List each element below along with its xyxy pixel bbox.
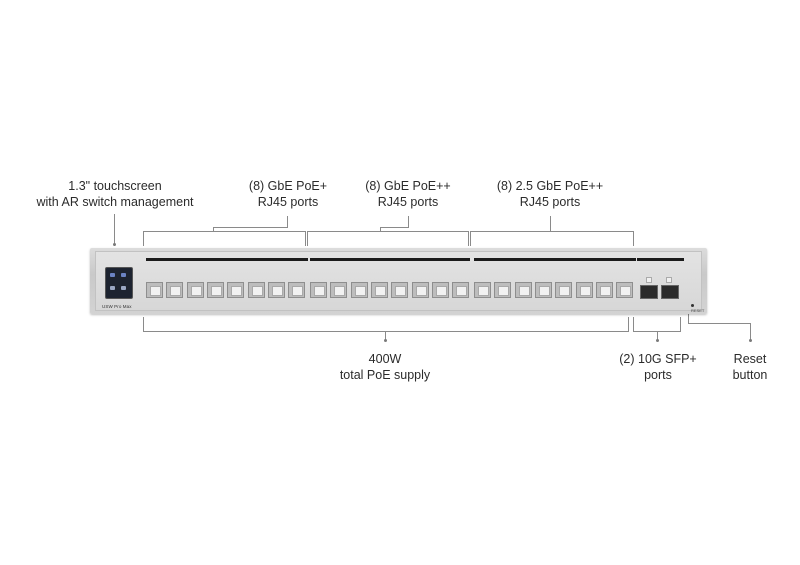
touchscreen-leader-dot bbox=[113, 243, 116, 246]
network-switch: USW Pro Max RESET bbox=[90, 248, 707, 314]
rj45-port[interactable] bbox=[391, 282, 409, 298]
touchscreen[interactable] bbox=[105, 267, 133, 299]
rj45-port[interactable] bbox=[227, 282, 245, 298]
rj45-port[interactable] bbox=[288, 282, 306, 298]
gbe-poe-plusplus-leader-2 bbox=[380, 227, 381, 231]
brand-label: USW Pro Max bbox=[102, 304, 132, 309]
rj45-port[interactable] bbox=[370, 282, 388, 298]
reset-button[interactable]: RESET bbox=[691, 303, 704, 313]
gbe-poe-plusplus-leader-h bbox=[380, 227, 409, 228]
rj45-port[interactable] bbox=[494, 282, 512, 298]
rj45-port[interactable] bbox=[616, 282, 634, 298]
rj45-port[interactable] bbox=[350, 282, 368, 298]
rj45-port[interactable] bbox=[452, 282, 470, 298]
reset-callout: Reset button bbox=[732, 352, 768, 382]
sfp-leader bbox=[657, 331, 658, 341]
sfp-port-1[interactable] bbox=[640, 285, 658, 299]
multigig-poe-leader bbox=[550, 216, 551, 231]
reset-leader bbox=[688, 311, 689, 323]
rj45-port[interactable] bbox=[534, 282, 552, 298]
rj45-port[interactable] bbox=[206, 282, 224, 298]
gbe-poe-plus-bracket bbox=[143, 231, 306, 246]
sfp-bracket bbox=[633, 317, 681, 332]
rj45-port[interactable] bbox=[330, 282, 348, 298]
multigig-poe-bracket bbox=[470, 231, 634, 246]
rj45-port[interactable] bbox=[514, 282, 532, 298]
poe-supply-leader bbox=[385, 331, 386, 341]
sfp-callout: (2) 10G SFP+ ports bbox=[619, 352, 697, 382]
multigig-poe-callout: (8) 2.5 GbE PoE++ RJ45 ports bbox=[496, 179, 604, 209]
rj45-port[interactable] bbox=[186, 282, 204, 298]
reset-leader-h bbox=[688, 323, 750, 324]
gbe-poe-plus-leader-h bbox=[213, 227, 288, 228]
vent-bar bbox=[310, 258, 470, 261]
vent-bar bbox=[637, 258, 684, 261]
rj45-port[interactable] bbox=[555, 282, 573, 298]
poe-supply-bracket bbox=[143, 317, 629, 332]
touchscreen-callout: 1.3" touchscreen with AR switch manageme… bbox=[36, 179, 194, 209]
screen-icon bbox=[121, 273, 126, 277]
sfp-leader-dot bbox=[656, 339, 659, 342]
poe-supply-leader-dot bbox=[384, 339, 387, 342]
sfp-port-2[interactable] bbox=[661, 285, 679, 299]
screen-icon bbox=[110, 273, 115, 277]
reset-leader-2 bbox=[750, 323, 751, 341]
rj45-port[interactable] bbox=[595, 282, 613, 298]
rj45-port[interactable] bbox=[310, 282, 327, 298]
rj45-port[interactable] bbox=[411, 282, 429, 298]
vent-bar bbox=[146, 258, 308, 261]
gbe-poe-plusplus-leader bbox=[408, 216, 409, 227]
rj45-port[interactable] bbox=[166, 282, 184, 298]
gbe-poe-plus-leader-2 bbox=[213, 227, 214, 231]
touchscreen-leader bbox=[114, 214, 115, 246]
rj45-port[interactable] bbox=[247, 282, 265, 298]
switch-front-panel: USW Pro Max RESET bbox=[95, 251, 704, 313]
screen-icon bbox=[110, 286, 115, 290]
rj45-port[interactable] bbox=[575, 282, 593, 298]
poe-supply-callout: 400W total PoE supply bbox=[339, 352, 431, 382]
gbe-poe-plus-leader bbox=[287, 216, 288, 227]
gbe-poe-plusplus-bracket bbox=[307, 231, 469, 246]
rj45-port[interactable] bbox=[431, 282, 449, 298]
gbe-poe-plus-callout: (8) GbE PoE+ RJ45 ports bbox=[248, 179, 328, 209]
rj45-port[interactable] bbox=[267, 282, 285, 298]
gbe-poe-plusplus-callout: (8) GbE PoE++ RJ45 ports bbox=[365, 179, 451, 209]
sfp-led bbox=[646, 277, 652, 283]
rj45-port[interactable] bbox=[146, 282, 163, 298]
rj45-port[interactable] bbox=[474, 282, 491, 298]
reset-leader-dot bbox=[749, 339, 752, 342]
screen-icon bbox=[121, 286, 126, 290]
sfp-led bbox=[666, 277, 672, 283]
vent-bar bbox=[474, 258, 636, 261]
